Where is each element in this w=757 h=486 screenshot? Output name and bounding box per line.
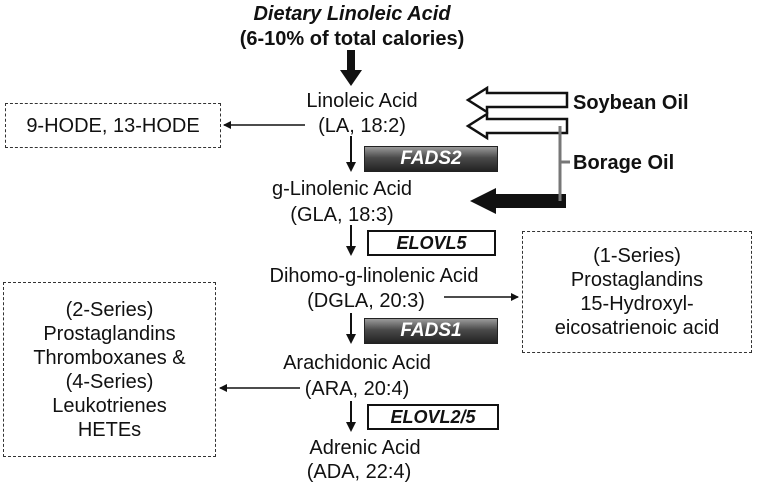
step-ara-name: Arachidonic Acid [283,352,431,374]
series2-line-5: Leukotrienes [52,394,167,417]
source-subtitle: (6-10% of total calories) [239,28,465,50]
borage-oil-label: Borage Oil [573,152,675,174]
series1-line-4: eicosatrienoic acid [554,317,720,339]
step-arrow-1 [346,136,356,172]
enzyme-fads1: FADS1 [364,318,498,344]
hode-box: 9-HODE, 13-HODE [5,103,221,148]
series2-line-2: Prostaglandins [43,322,176,345]
series2-line-1: (2-Series) [65,298,154,321]
step-ada-abbr: (ADA, 22:4) [306,461,412,483]
step-ada-name: Adrenic Acid [309,437,421,459]
step-la-abbr: (LA, 18:2) [318,115,406,137]
source-arrow [340,50,362,86]
step-gla-abbr: (GLA, 18:3) [290,204,394,226]
enzyme-elovl2-5: ELOVL2/5 [367,404,499,430]
borage-oil-arrow-hollow [465,111,569,141]
enzyme-elovl5: ELOVL5 [367,230,496,256]
step-dgla-abbr: (DGLA, 20:3) [307,290,425,312]
soybean-oil-arrow [465,85,569,115]
step-la-name: Linoleic Acid [306,90,418,112]
series1-line-1: (1-Series) [593,245,681,267]
source-title: Dietary Linoleic Acid [253,3,451,25]
step-arrow-4 [346,401,356,432]
enzyme-fads2: FADS2 [364,146,498,172]
step-dgla-name: Dihomo-g-linolenic Acid [269,265,479,287]
step-gla-name: g-Linolenic Acid [271,178,413,200]
step-ara-abbr: (ARA, 20:4) [304,378,410,400]
step-arrow-3 [346,313,356,344]
hode-box-text: 9-HODE, 13-HODE [26,114,200,137]
series1-box: (1-Series) Prostaglandins 15-Hydroxyl- e… [522,231,752,353]
borage-bracket [558,126,570,201]
series2-line-4: (4-Series) [65,370,154,393]
step-arrow-2 [346,225,356,256]
series2-line-3: Thromboxanes & [33,346,186,369]
series2-line-6: HETEs [77,418,142,441]
borage-oil-arrow-solid [470,188,566,214]
series1-line-3: 15-Hydroxyl- [580,293,694,315]
series1-line-2: Prostaglandins [570,269,704,291]
soybean-oil-label: Soybean Oil [573,92,689,114]
series2-box: (2-Series) Prostaglandins Thromboxanes &… [3,282,216,457]
